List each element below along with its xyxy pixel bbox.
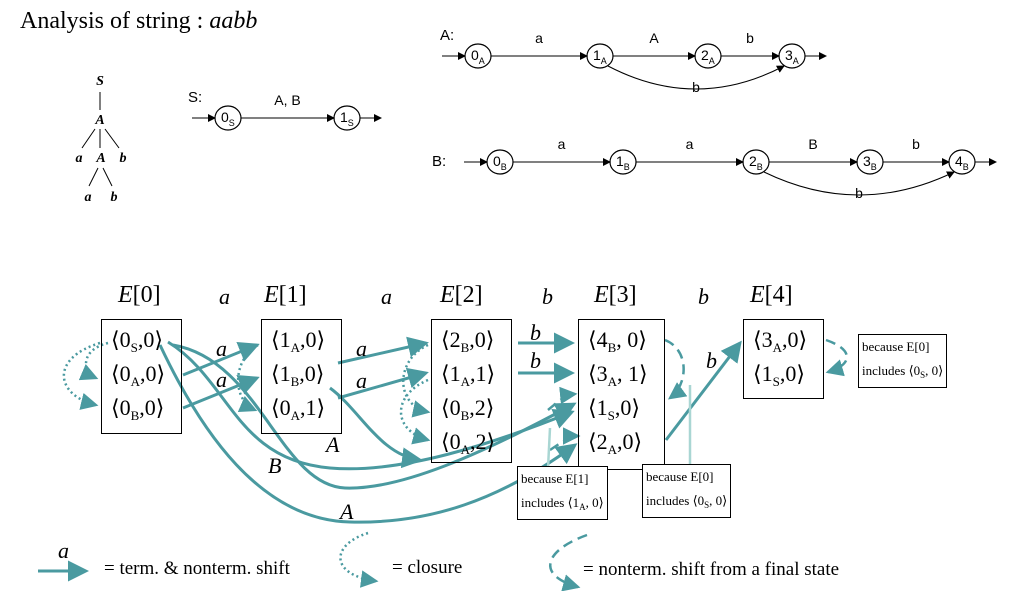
earley-item: ⟨4B, 0⟩ — [588, 327, 647, 356]
tree-node: A — [94, 113, 104, 128]
earley-set-header: E[3] — [594, 282, 637, 308]
legend-closure-text: = closure — [392, 557, 463, 578]
earley-item: ⟨1S,0⟩ — [588, 395, 640, 424]
tree-node: b — [111, 190, 118, 205]
automaton-label: A: — [440, 27, 454, 44]
earley-item: ⟨1A,1⟩ — [441, 361, 496, 390]
note-box: because E[1] includes ⟨1A, 0⟩ — [517, 466, 608, 520]
earley-item: ⟨3A, 1⟩ — [588, 361, 648, 390]
tree-node: a — [85, 190, 92, 205]
transition-label: a — [558, 136, 566, 152]
transition-label: b — [912, 136, 920, 152]
earley-set-0 — [101, 319, 182, 434]
edge-label: a — [216, 367, 227, 392]
earley-item: ⟨2A,0⟩ — [588, 429, 643, 458]
earley-set-4 — [743, 319, 824, 399]
edge-label: B — [268, 453, 282, 478]
edge-label: a — [216, 336, 227, 361]
earley-set-header: E[2] — [440, 282, 483, 308]
earley-set-3 — [578, 319, 665, 470]
input-symbol: b — [698, 284, 709, 309]
earley-item: ⟨1S,0⟩ — [753, 361, 805, 390]
derivation-tree: S A a A b a b — [76, 74, 127, 205]
earley-item: ⟨0S,0⟩ — [111, 327, 163, 356]
tree-node: b — [120, 151, 127, 166]
earley-set-1 — [261, 319, 342, 434]
legend-shift-symbol: a — [58, 538, 69, 563]
transition-label: A, B — [274, 92, 300, 108]
earley-item: ⟨0B,2⟩ — [441, 395, 495, 424]
legend-shift-text: = term. & nonterm. shift — [104, 558, 290, 579]
edge-label: b — [530, 348, 541, 373]
earley-item: ⟨3A,0⟩ — [753, 327, 808, 356]
input-symbol: a — [381, 284, 392, 309]
transition-label: B — [808, 136, 817, 152]
transition-label: a — [686, 136, 694, 152]
tree-node: S — [96, 74, 104, 89]
edge-label: a — [356, 368, 367, 393]
earley-set-header: E[0] — [118, 282, 161, 308]
earley-item: ⟨2B,0⟩ — [441, 327, 495, 356]
edge-label: b — [706, 348, 717, 373]
tree-node: a — [76, 151, 83, 166]
legend-final-text: = nonterm. shift from a final state — [583, 559, 840, 580]
input-symbol: b — [542, 284, 553, 309]
transition-label: b — [746, 30, 754, 46]
transition-label: a — [535, 30, 543, 46]
input-symbol: a — [219, 284, 230, 309]
earley-item: ⟨0A,2⟩ — [441, 429, 496, 458]
page-title: Analysis of string : aabb — [20, 8, 258, 34]
earley-set-header: E[1] — [264, 282, 307, 308]
edge-label: A — [340, 499, 354, 524]
edge-label: a — [356, 336, 367, 361]
legend-final-arrow — [549, 533, 588, 591]
note-box: because E[0] includes ⟨0S, 0⟩ — [858, 334, 948, 388]
earley-arrows — [62, 332, 848, 524]
earley-item: ⟨0A,1⟩ — [271, 395, 326, 424]
earley-set-2 — [431, 319, 512, 463]
edge-label: b — [530, 320, 541, 345]
note-box: because E[0] includes ⟨0S, 0⟩ — [642, 464, 732, 518]
earley-item: ⟨1A,0⟩ — [271, 327, 326, 356]
earley-item: ⟨0A,0⟩ — [111, 361, 166, 390]
legend-closure-arrow — [339, 531, 379, 588]
earley-item: ⟨1B,0⟩ — [271, 361, 325, 390]
transition-label: b — [692, 79, 700, 95]
automaton-label: B: — [432, 153, 446, 170]
earley-set-header: E[4] — [750, 282, 793, 308]
earley-item: ⟨0B,0⟩ — [111, 395, 165, 424]
edge-label: A — [326, 432, 340, 457]
transition-label: A — [649, 30, 659, 46]
tree-node: A — [95, 151, 105, 166]
automaton-label: S: — [188, 89, 202, 106]
legend-graphics — [38, 531, 588, 591]
transition-label: b — [855, 185, 863, 201]
